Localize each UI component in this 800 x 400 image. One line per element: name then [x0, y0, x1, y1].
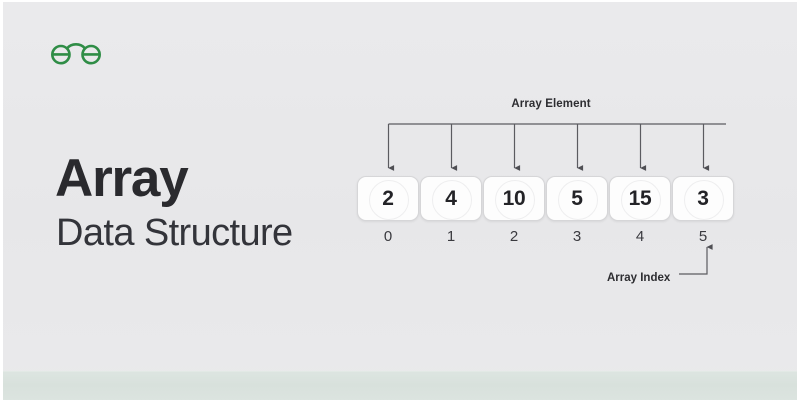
array-index-value: 2 [509, 228, 519, 245]
page-subtitle: Data Structure [56, 212, 293, 254]
geeksforgeeks-logo [49, 40, 103, 70]
array-cell-value: 5 [571, 186, 583, 210]
array-cell[interactable]: 4 [420, 176, 482, 221]
array-cell[interactable]: 5 [546, 176, 608, 221]
page-title: Array [55, 149, 189, 208]
array-cell[interactable]: 15 [609, 176, 671, 221]
bottom-band-hairline [3, 371, 797, 372]
array-cell-value: 3 [697, 186, 709, 210]
array-cell-value: 4 [445, 186, 457, 210]
array-cell-value: 10 [502, 186, 526, 210]
bottom-accent-band [3, 371, 797, 400]
array-element-label: Array Element [511, 98, 591, 110]
array-cell-value: 2 [382, 186, 394, 210]
array-index-value: 3 [572, 228, 582, 245]
array-index-value: 5 [698, 228, 708, 245]
array-index-connector-arrow [679, 244, 713, 275]
array-cell[interactable]: 10 [483, 176, 545, 221]
array-index-value: 4 [635, 228, 645, 245]
array-index-row: 0 1 2 3 4 5 [357, 228, 734, 245]
array-cells: 2 4 10 5 15 3 [357, 176, 734, 221]
array-cell[interactable]: 2 [357, 176, 419, 221]
array-cell[interactable]: 3 [672, 176, 734, 221]
array-index-value: 0 [383, 228, 393, 245]
array-index-label: Array Index [607, 272, 671, 284]
array-element-connector-bracket [387, 123, 726, 171]
array-index-value: 1 [446, 228, 456, 245]
array-cell-value: 15 [628, 186, 652, 210]
array-diagram: Array Element 2 [355, 98, 747, 303]
